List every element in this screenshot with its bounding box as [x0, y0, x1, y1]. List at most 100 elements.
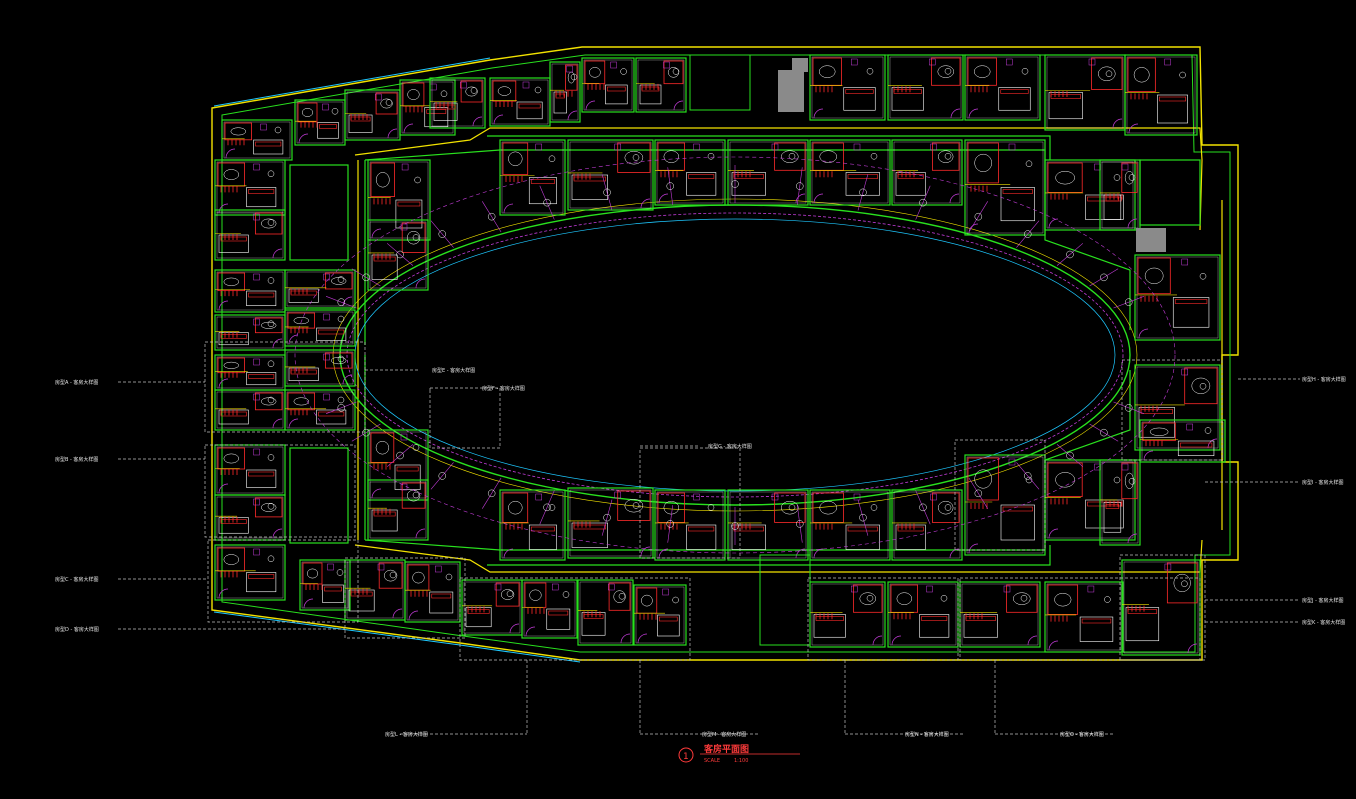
- hotel-room: [964, 54, 1041, 121]
- hotel-room: [891, 139, 963, 206]
- chair-mark: [1023, 230, 1032, 238]
- chair-mark: [859, 513, 867, 522]
- hotel-room: [367, 219, 429, 291]
- chair-mark: [337, 404, 346, 412]
- partition-line: [968, 201, 989, 233]
- callout-left-2: 房型B - 客房大样图: [55, 456, 98, 463]
- chair-mark: [543, 198, 551, 207]
- hotel-room: [284, 269, 356, 309]
- partition-line: [1016, 462, 1040, 490]
- chair-mark: [487, 489, 496, 498]
- hotel-room: [299, 559, 351, 611]
- chair-mark: [731, 522, 739, 530]
- hotel-room: [727, 489, 809, 561]
- chair-mark: [487, 212, 496, 221]
- chair-mark: [543, 503, 551, 512]
- chair-mark: [1100, 428, 1108, 437]
- partition-line: [857, 174, 869, 211]
- hotel-room: [581, 57, 635, 113]
- chair-mark: [974, 489, 983, 498]
- hotel-room: [429, 77, 486, 129]
- partition-line: [1016, 220, 1040, 248]
- hotel-room: [727, 139, 809, 206]
- partition-line: [796, 167, 803, 205]
- building-outline: [211, 46, 1239, 663]
- chair-mark: [919, 503, 927, 512]
- callout-bottom-4: 房型O - 客房大样图: [1060, 731, 1104, 738]
- partition-line: [857, 499, 869, 536]
- chair-mark: [859, 188, 867, 197]
- hotel-room: [809, 489, 891, 561]
- partition-line: [1089, 268, 1119, 287]
- hotel-room: [1134, 254, 1221, 341]
- corridor: [354, 127, 1223, 573]
- hotel-room: [367, 429, 429, 501]
- chair-mark: [1066, 451, 1074, 460]
- chair-mark: [337, 298, 346, 306]
- callout-right-3: 房型J - 客房大样图: [1302, 597, 1343, 604]
- chair-mark: [396, 250, 404, 259]
- hotel-room: [214, 269, 286, 313]
- chair-mark: [731, 180, 739, 188]
- callout-leaders: [118, 369, 1300, 735]
- partition-line: [1056, 243, 1084, 266]
- partition-line: [351, 268, 381, 287]
- hotel-room: [521, 579, 578, 639]
- scale-value: 1:100: [734, 758, 748, 764]
- chair-mark: [974, 212, 983, 221]
- partition-line: [667, 505, 674, 543]
- hotel-room: [654, 139, 726, 206]
- hotel-room: [367, 159, 431, 241]
- hotel-room: [635, 57, 687, 113]
- hotel-room: [1139, 419, 1226, 463]
- partition-line: [601, 499, 613, 536]
- scale-label: SCALE: [704, 758, 720, 764]
- hotel-room: [891, 489, 963, 561]
- partition-line: [1089, 423, 1119, 442]
- balcony-line: [294, 156, 1176, 554]
- callout-inner-2: 房型F - 客房大样图: [482, 385, 525, 392]
- partition-line: [915, 185, 931, 220]
- hotel-room: [1099, 459, 1141, 546]
- hotel-room: [567, 139, 654, 211]
- chair-mark: [1023, 472, 1032, 480]
- drawing-number: 1: [683, 752, 689, 762]
- drawing-title: 客房平面图: [703, 743, 749, 755]
- hotel-room: [549, 61, 581, 123]
- hotel-room: [654, 489, 726, 561]
- partition-line: [601, 174, 613, 211]
- partition-line: [1113, 401, 1145, 414]
- chair-mark: [666, 520, 674, 528]
- hotel-room: [214, 544, 286, 601]
- callout-bottom-2: 房型M - 客房大样图: [702, 731, 746, 738]
- partition-line: [1056, 444, 1084, 467]
- partition-line: [325, 401, 357, 414]
- partition-line: [667, 167, 674, 205]
- title-block: 1 客房平面图 SCALE 1:100: [678, 743, 800, 764]
- callout-labels: 房型A - 客房大样图 房型B - 客房大样图 房型C - 客房大样图 房型D …: [55, 367, 1346, 738]
- core-blocks: [289, 54, 1201, 646]
- hotel-room: [809, 139, 891, 206]
- chair-mark: [919, 198, 927, 207]
- chair-mark: [1066, 250, 1074, 259]
- chair-mark: [438, 472, 447, 480]
- callout-left-1: 房型A - 客房大样图: [55, 379, 98, 386]
- partition-line: [481, 477, 502, 509]
- callout-inner-1: 房型E - 客房大样图: [432, 367, 475, 374]
- partition-line: [430, 220, 454, 248]
- hotel-room: [214, 314, 286, 351]
- callout-left-3: 房型C - 客房大样图: [55, 576, 98, 583]
- hotel-room: [284, 389, 356, 431]
- partition-line: [386, 444, 414, 467]
- room-grid: [214, 54, 1226, 656]
- callout-right-2: 房型I - 客房大样图: [1302, 479, 1343, 486]
- callout-inner-3: 房型G - 客房大样图: [708, 443, 752, 450]
- curved-rooms: [294, 156, 1176, 554]
- chair-mark: [796, 520, 804, 528]
- hotel-room: [284, 349, 356, 387]
- partition-line: [539, 490, 555, 525]
- hotel-room: [633, 584, 687, 646]
- partition-line: [796, 505, 803, 543]
- partition-line: [351, 423, 381, 442]
- hotel-room: [809, 54, 886, 121]
